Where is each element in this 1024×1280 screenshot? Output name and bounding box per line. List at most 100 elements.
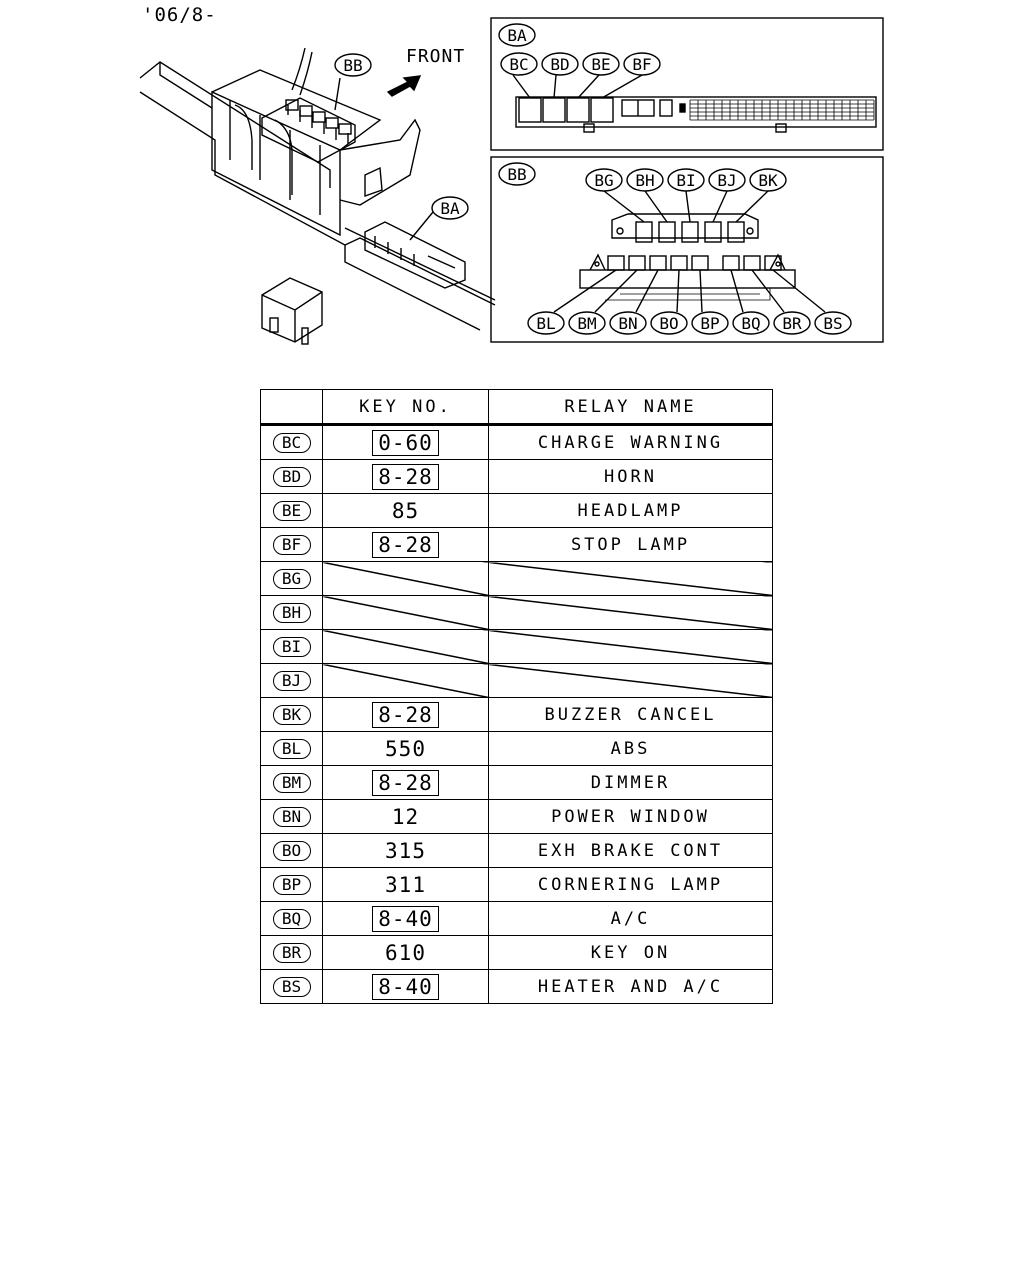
relay-name-value: EXH BRAKE CONT xyxy=(537,840,724,861)
relay-code-cell: BQ xyxy=(260,901,323,936)
relay-name-cell xyxy=(488,663,773,698)
panel-bb-callout-bn-label: BN xyxy=(618,314,637,333)
relay-name-value: HEADLAMP xyxy=(577,500,684,521)
panel-bb-title: BB xyxy=(507,165,526,184)
relay-code-tag: BR xyxy=(272,942,311,963)
panel-bb-callout-bn-circle xyxy=(609,311,647,335)
key-no-value: 8-28 xyxy=(372,463,439,490)
key-no-cell: 8-28 xyxy=(322,697,489,732)
relay-code-tag: BI xyxy=(272,636,311,657)
key-no-value: 315 xyxy=(385,838,426,863)
key-no-cell xyxy=(322,595,489,630)
relay-code-tag: BN xyxy=(272,806,311,827)
panel-bb-callout-br-circle xyxy=(773,311,811,335)
panel-bb-callout-bm-circle xyxy=(568,311,606,335)
relay-code-cell: BP xyxy=(260,867,323,902)
relay-name-value: HORN xyxy=(604,466,657,487)
key-no-cell xyxy=(322,629,489,664)
callout-ba-circle xyxy=(431,196,469,220)
relay-code-cell: BF xyxy=(260,527,323,562)
relay-code-tag: BL xyxy=(272,738,311,759)
relay-code-tag: BK xyxy=(272,704,311,725)
relay-code-tag: BJ xyxy=(272,670,311,691)
relay-name-value: DIMMER xyxy=(590,772,671,793)
panel-bb-callout-bs-label: BS xyxy=(823,314,842,333)
callout-ba-label: BA xyxy=(440,199,460,218)
front-label: FRONT xyxy=(406,46,465,67)
relay-name-value: CHARGE WARNING xyxy=(537,432,724,453)
callout-bb-label: BB xyxy=(343,56,362,75)
table-row: BO 315 EXH BRAKE CONT xyxy=(260,833,773,868)
relay-code-tag: BO xyxy=(272,840,311,861)
panel-ba-callout-bf-label: BF xyxy=(632,55,651,74)
relay-name-value: A/C xyxy=(610,908,651,929)
key-no-cell: 0-60 xyxy=(322,424,489,460)
panel-bb-callout-bh-label: BH xyxy=(635,171,654,190)
table-row: BQ 8-40 A/C xyxy=(260,901,773,936)
panel-ba-callout-bd-label: BD xyxy=(550,55,569,74)
panel-bb-callout-bs-circle xyxy=(814,311,852,335)
relay-code-cell: BI xyxy=(260,629,323,664)
key-no-value: 12 xyxy=(391,804,420,829)
panel-bb-callout-bl-circle xyxy=(527,311,565,335)
key-no-cell: 85 xyxy=(322,493,489,528)
relay-name-cell: KEY ON xyxy=(488,935,773,970)
relay-name-value: CORNERING LAMP xyxy=(537,874,724,895)
relay-name-cell: HEADLAMP xyxy=(488,493,773,528)
relay-code-cell: BK xyxy=(260,697,323,732)
relay-code-cell: BO xyxy=(260,833,323,868)
relay-name-value: STOP LAMP xyxy=(570,534,691,555)
relay-name-value: KEY ON xyxy=(590,942,671,963)
relay-name-value: BUZZER CANCEL xyxy=(544,704,717,725)
table-row: BF 8-28 STOP LAMP xyxy=(260,527,773,562)
relay-code-cell: BS xyxy=(260,969,323,1004)
relay-name-cell: EXH BRAKE CONT xyxy=(488,833,773,868)
panel-bb-callout-bm-label: BM xyxy=(577,314,596,333)
panel-bb-callout-bo-label: BO xyxy=(659,314,678,333)
relay-name-cell xyxy=(488,595,773,630)
relay-code-tag: BP xyxy=(272,874,311,895)
relay-code-tag: BF xyxy=(272,534,311,555)
table-row: BI xyxy=(260,629,773,664)
relay-name-cell: POWER WINDOW xyxy=(488,799,773,834)
relay-code-cell: BH xyxy=(260,595,323,630)
panel-bb-callout-bk-label: BK xyxy=(758,171,778,190)
key-no-value: 8-40 xyxy=(372,905,439,932)
key-no-value: 610 xyxy=(385,940,426,965)
panel-ba-callout-bc-label: BC xyxy=(509,55,528,74)
header-code xyxy=(260,389,323,425)
panel-bb-callout-bo-circle xyxy=(650,311,688,335)
table-row: BR 610 KEY ON xyxy=(260,935,773,970)
panel-ba: BA BC BD BE BF xyxy=(490,17,884,151)
relay-name-cell: A/C xyxy=(488,901,773,936)
relay-code-tag: BC xyxy=(272,432,311,453)
header-relay-name: RELAY NAME xyxy=(488,389,773,425)
key-no-value: 0-60 xyxy=(372,429,439,456)
relay-code-cell: BM xyxy=(260,765,323,800)
relay-code-tag: BH xyxy=(272,602,311,623)
relay-name-cell: DIMMER xyxy=(488,765,773,800)
panel-bb-callout-bi-label: BI xyxy=(676,171,695,190)
relay-code-tag: BS xyxy=(272,976,311,997)
panel-ba-callout-be-label: BE xyxy=(591,55,610,74)
key-no-cell: 8-28 xyxy=(322,527,489,562)
relay-name-cell: CHARGE WARNING xyxy=(488,424,773,460)
key-no-cell: 610 xyxy=(322,935,489,970)
panel-bb-callout-br-label: BR xyxy=(782,314,802,333)
key-no-cell xyxy=(322,663,489,698)
panel-bb-callout-bj-label: BJ xyxy=(717,171,736,190)
key-no-value: 8-28 xyxy=(372,701,439,728)
table-row: BK 8-28 BUZZER CANCEL xyxy=(260,697,773,732)
table-row: BH xyxy=(260,595,773,630)
panel-ba-title: BA xyxy=(507,26,527,45)
key-no-value: 8-28 xyxy=(372,531,439,558)
table-row: BC 0-60 CHARGE WARNING xyxy=(260,424,773,460)
relay-code-cell: BC xyxy=(260,424,323,460)
chassis-illustration xyxy=(139,47,496,345)
